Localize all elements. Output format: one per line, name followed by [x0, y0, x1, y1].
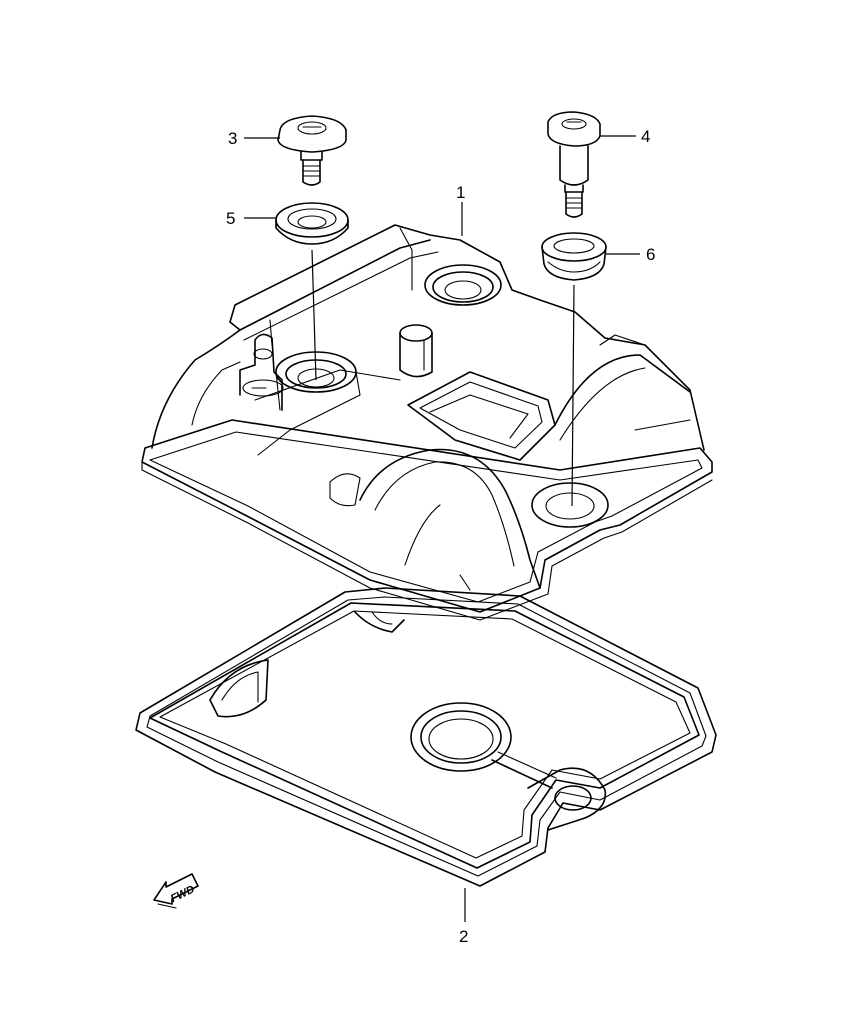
callout-labels: 1 2 3 4 5 6: [226, 127, 655, 946]
callout-1: 1: [456, 183, 465, 202]
callout-5: 5: [226, 209, 235, 228]
cylinder-head-cover-drawing: [141, 224, 713, 621]
bolt-3-drawing: [277, 115, 347, 186]
callout-3: 3: [228, 129, 237, 148]
washer-5-drawing: [275, 202, 349, 245]
callout-2: 2: [459, 927, 468, 946]
fwd-label: FWD: [169, 883, 197, 905]
callout-leaders: [244, 135, 640, 922]
callout-6: 6: [646, 245, 655, 264]
grommet-6-drawing: [541, 232, 607, 281]
assembly-lines: [311, 249, 575, 507]
forward-arrow-icon: FWD: [153, 873, 199, 909]
callout-4: 4: [641, 127, 650, 146]
gasket-drawing: [135, 587, 717, 887]
bolt-4-drawing: [547, 111, 601, 218]
